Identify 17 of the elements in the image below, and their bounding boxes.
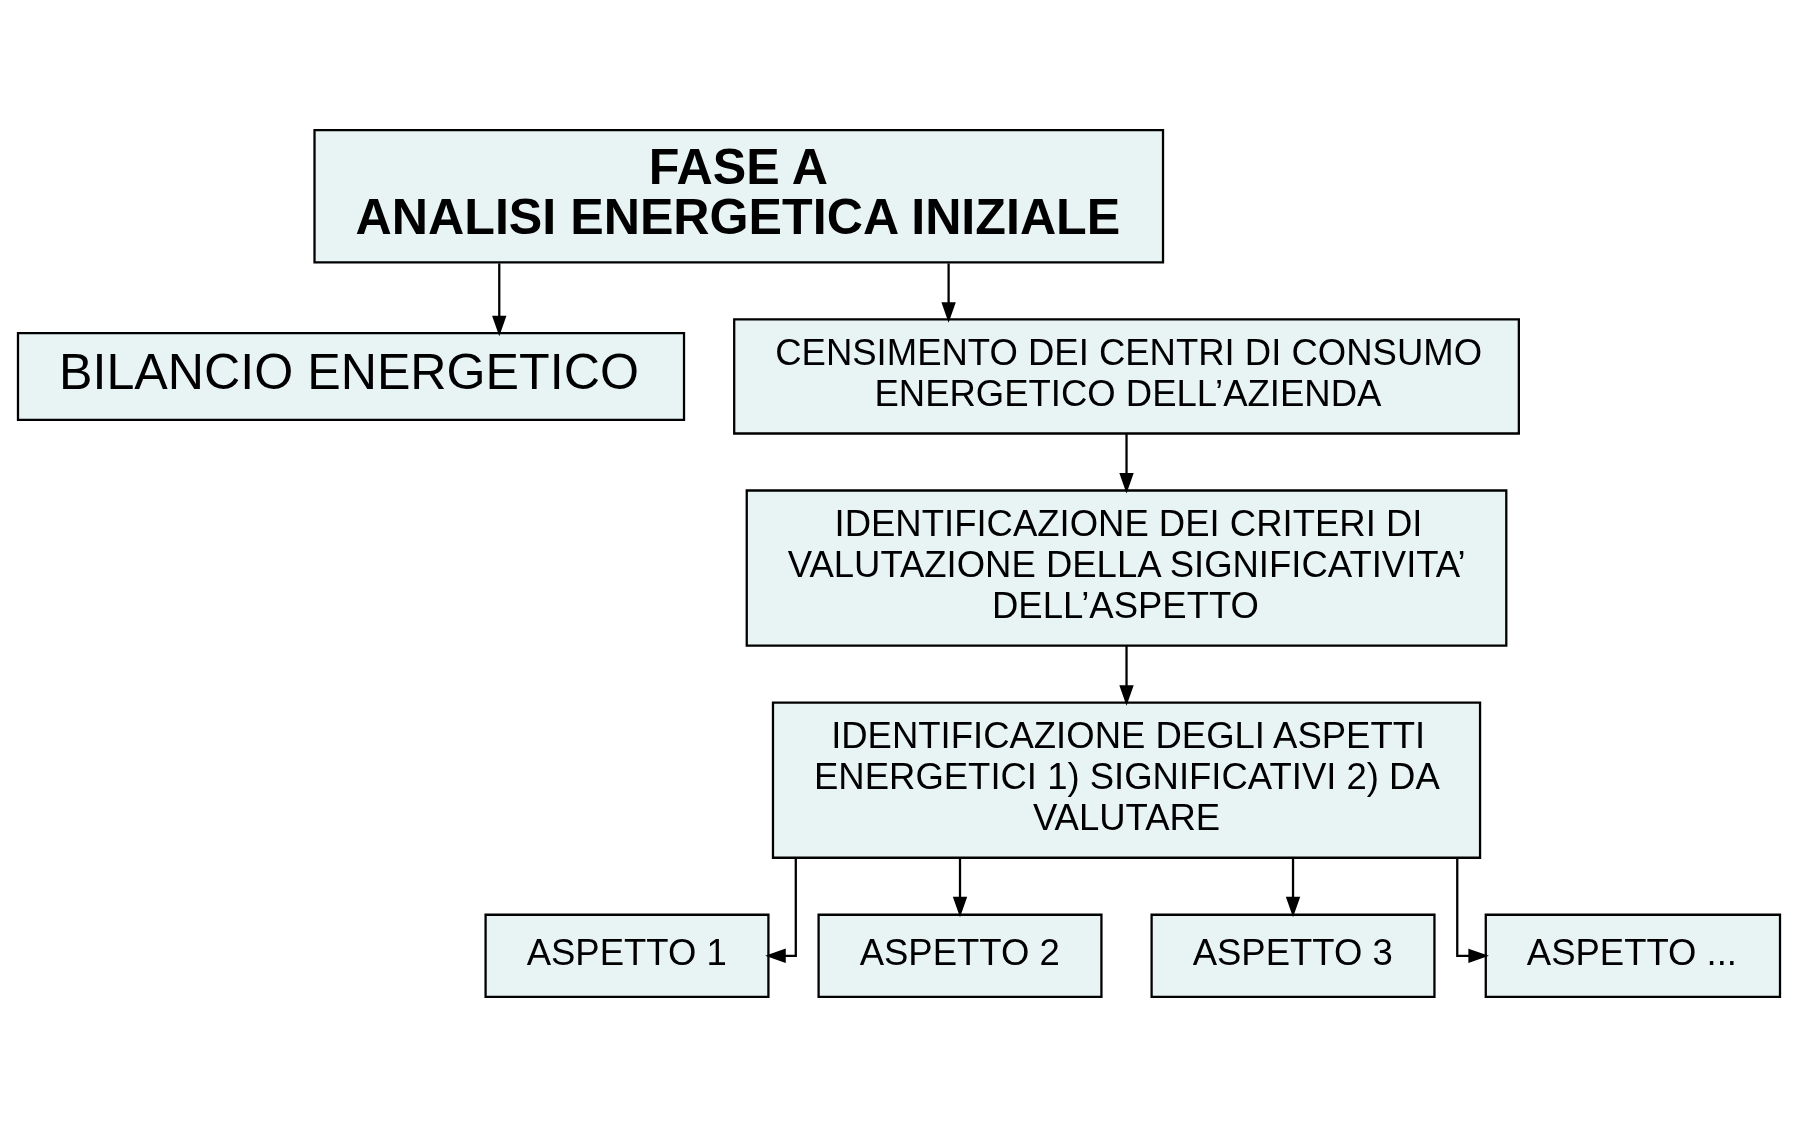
arrow bbox=[1119, 645, 1134, 706]
node-box: ASPETTO 2 bbox=[817, 913, 1103, 998]
node-box: ASPETTO 1 bbox=[484, 913, 770, 998]
arrow bbox=[941, 263, 956, 323]
arrow bbox=[492, 263, 507, 337]
arrow bbox=[952, 858, 968, 918]
arrow bbox=[765, 858, 797, 963]
node-box: BILANCIO ENERGETICO bbox=[16, 332, 686, 421]
node-box: IDENTIFICAZIONE DEGLI ASPETTI ENERGETICI 1) SIGNIFICATIVI 2) DA VALUTARE bbox=[771, 701, 1482, 859]
node-box: ASPETTO 3 bbox=[1150, 913, 1436, 998]
node-box: IDENTIFICAZIONE DEI CRITERI DI VALUTAZIONE DELLA SIGNIFICATIVITA’ DELL’ASPETTO bbox=[745, 489, 1508, 647]
node-box: CENSIMENTO DEI CENTRI DI CONSUMO ENERGETICO DELL’AZIENDA bbox=[733, 318, 1520, 435]
node-box: FASE A ANALISI ENERGETICA INIZIALE bbox=[313, 129, 1165, 264]
arrow bbox=[1456, 858, 1489, 963]
node-box: ASPETTO ... bbox=[1484, 913, 1782, 998]
arrow bbox=[1285, 858, 1301, 918]
arrow bbox=[1119, 433, 1134, 494]
